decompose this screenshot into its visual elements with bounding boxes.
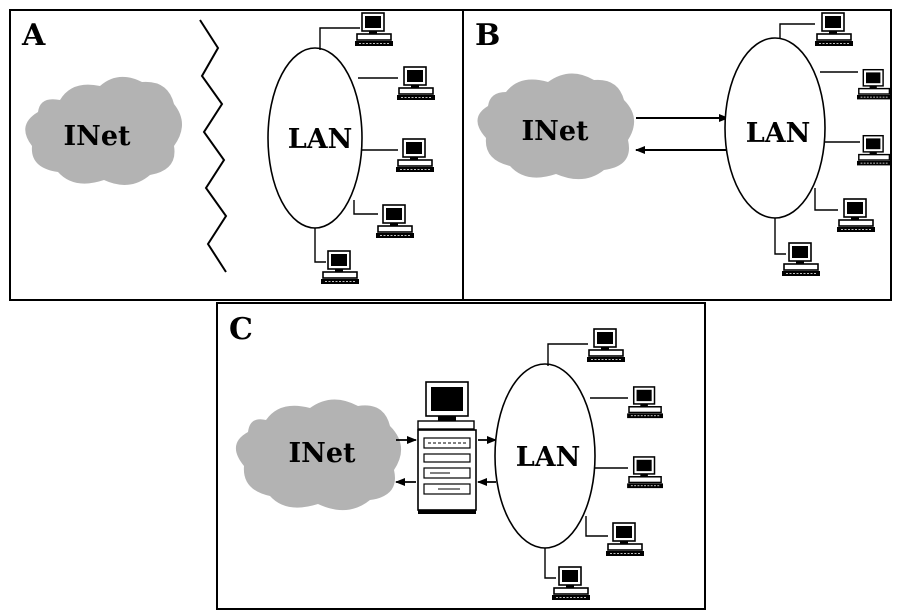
lan-label: LAN [288, 124, 353, 155]
panel-c: C INet LAN [216, 302, 706, 610]
lan-connectors [314, 27, 398, 263]
panel-b-label: B [475, 18, 500, 53]
panel-c-label: C [229, 312, 253, 347]
cloud-icon [477, 73, 635, 180]
server-icon [417, 381, 477, 514]
lan-connectors [774, 23, 860, 255]
inet-cloud-label: INet [64, 121, 131, 152]
zigzag-wall-icon [199, 19, 228, 273]
cloud-icon [235, 399, 402, 511]
inet-cloud-label: INet [522, 116, 589, 147]
cloud-icon [25, 76, 183, 185]
panel-a: A INet LAN [9, 9, 464, 301]
inet-cloud-label: INet [289, 438, 356, 469]
panel-a-label: A [21, 18, 46, 53]
lan-label: LAN [746, 118, 811, 149]
lan-label: LAN [516, 442, 581, 473]
lan-connectors [544, 343, 628, 579]
panel-b: B INet LAN [462, 9, 892, 301]
